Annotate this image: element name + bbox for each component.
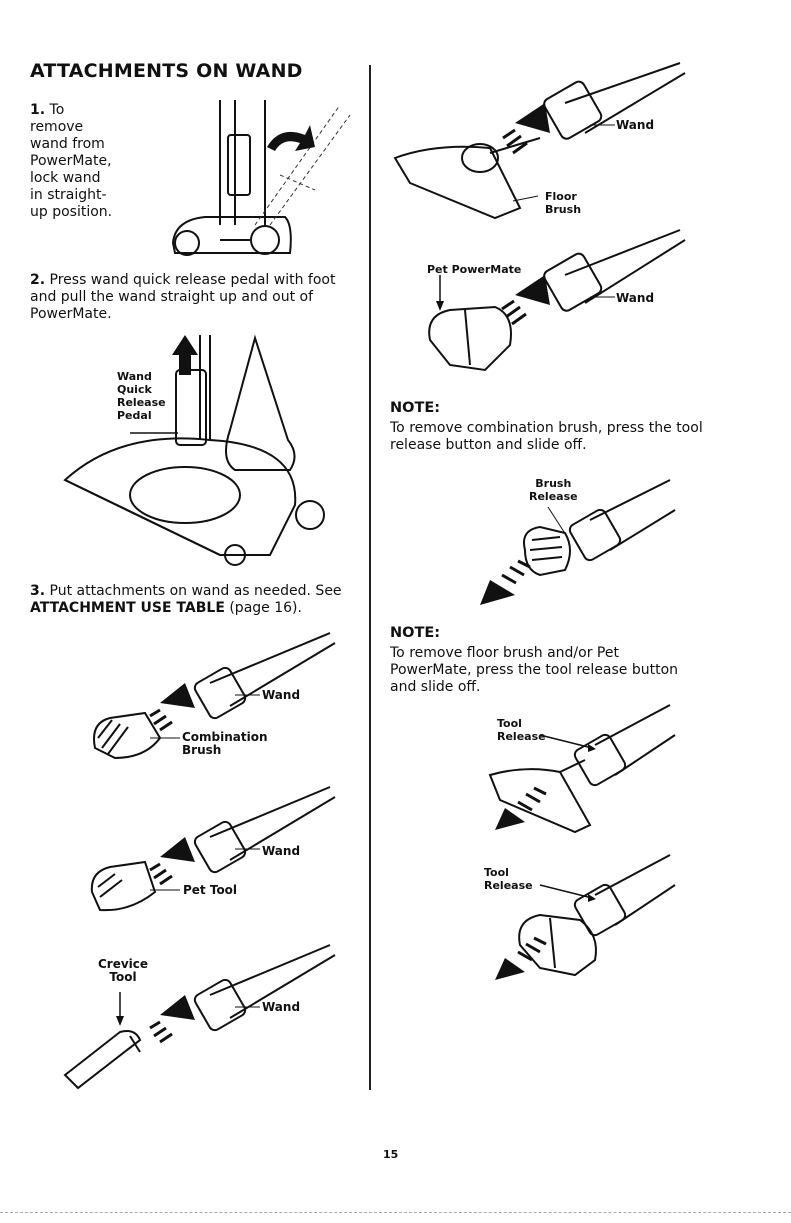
pet-tool-figure — [90, 786, 336, 912]
brush-release-label: Brush Release — [529, 477, 578, 503]
step-1-line-5: lock wand — [30, 170, 101, 186]
pet-powermate-label: Pet PowerMate — [427, 263, 522, 276]
step-1-line-2: remove — [30, 119, 84, 135]
combination-brush-label: Combination Brush — [182, 730, 268, 757]
crevice-wand-label: Wand — [262, 1000, 301, 1014]
step-3-line-1: Put attachments on wand as needed. See — [49, 583, 342, 599]
note-2-text: To remove floor brush and/or Pet PowerMa… — [390, 645, 679, 695]
note-1-text: To remove combination brush, press the t… — [390, 420, 703, 453]
step-2-number: 2. — [30, 272, 46, 288]
tool-release-powermate-figure — [495, 854, 676, 980]
combination-wand-label: Wand — [262, 688, 301, 702]
column-divider — [369, 65, 371, 1090]
step-1-line-1: To — [49, 102, 65, 118]
step-1-line-3: wand from — [30, 136, 105, 152]
crevice-tool-figure — [63, 944, 336, 1090]
page-title: ATTACHMENTS ON WAND — [30, 60, 303, 82]
step-1-text: 1. To remove wand from PowerMate, lock w… — [30, 102, 112, 221]
step-1-number: 1. — [30, 102, 46, 118]
step-2-line-1: Press wand quick release pedal with foot — [49, 272, 336, 288]
step-1-line-6: in straight- — [30, 187, 107, 203]
floor-brush-label: Floor Brush — [545, 190, 582, 216]
floor-brush-figure — [393, 62, 686, 220]
combination-brush-figure — [93, 632, 336, 760]
floor-wand-label: Wand — [616, 118, 655, 132]
wand-quick-release-pedal-label: Wand Quick Release Pedal — [117, 370, 166, 422]
step-1-line-7: up position. — [30, 204, 113, 220]
step-3-page-reference: (page 16). — [224, 600, 302, 616]
pet-tool-label: Pet Tool — [183, 883, 238, 897]
bottom-edge-line — [0, 1212, 791, 1213]
upright-vacuum-illustration — [171, 100, 351, 256]
brush-release-figure — [480, 479, 676, 605]
pet-powermate-figure — [428, 229, 686, 372]
step-2-text: 2. Press wand quick release pedal with f… — [30, 272, 335, 323]
step-2-line-3: PowerMate. — [30, 306, 112, 322]
attachment-use-table-reference: ATTACHMENT USE TABLE — [30, 600, 225, 616]
pet-tool-wand-label: Wand — [262, 844, 301, 858]
pet-powermate-wand-label: Wand — [616, 291, 655, 305]
note-1-heading: NOTE: — [390, 400, 441, 416]
step-3-number: 3. — [30, 583, 46, 599]
step-1-line-4: PowerMate, — [30, 153, 112, 169]
tool-release-floor-figure — [488, 704, 676, 834]
step-2-line-2: and pull the wand straight up and out of — [30, 289, 314, 305]
foot-on-pedal-illustration — [63, 334, 325, 566]
tool-release-floor-label: Tool Release — [497, 717, 546, 743]
note-2-heading: NOTE: — [390, 625, 441, 641]
crevice-tool-label: Crevice Tool — [98, 957, 149, 984]
step-3-text: 3. Put attachments on wand as needed. Se… — [30, 583, 342, 617]
tool-release-powermate-label: Tool Release — [484, 866, 533, 892]
page-number: 15 — [383, 1148, 399, 1161]
